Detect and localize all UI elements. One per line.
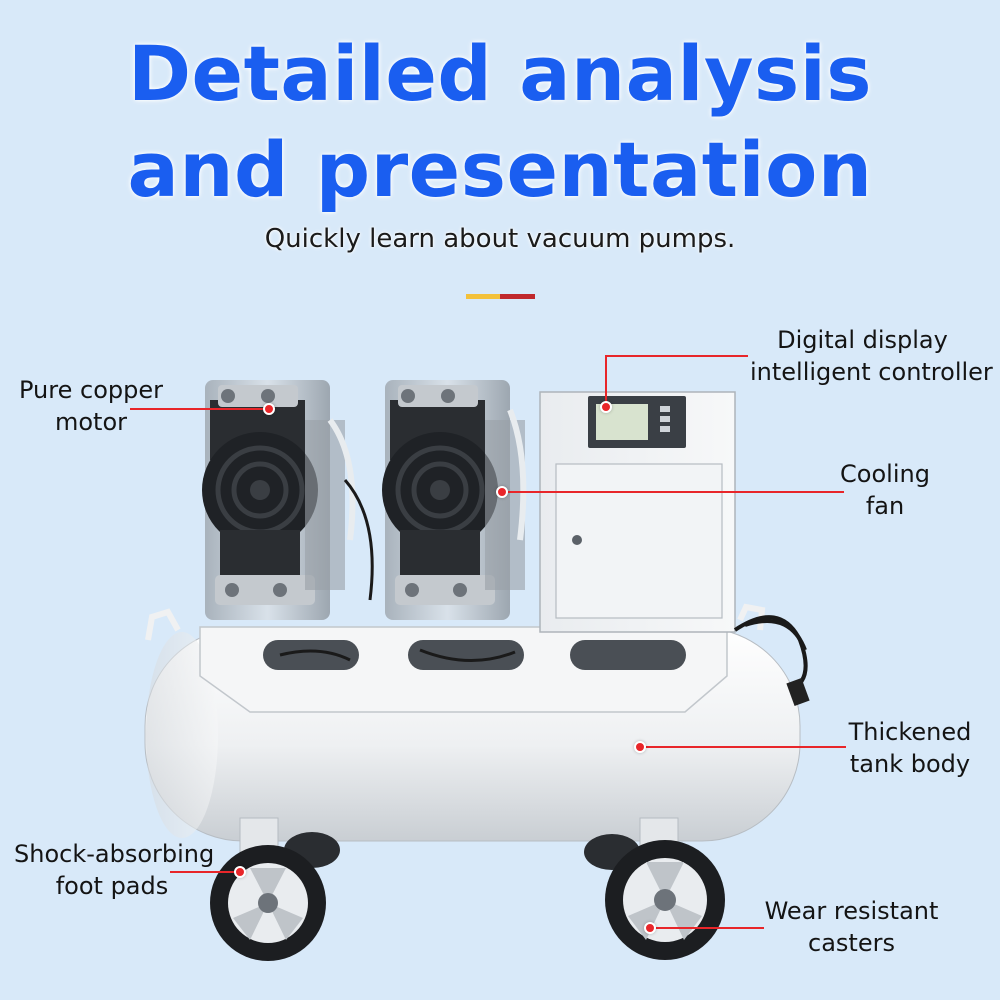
lifting-ring-left bbox=[145, 608, 181, 641]
marker-tank bbox=[634, 741, 646, 753]
page-subtitle: Quickly learn about vacuum pumps. bbox=[264, 224, 736, 254]
callout-motor-line1: Pure copper bbox=[19, 376, 163, 404]
callout-display: Digital display intelligent controller bbox=[750, 324, 993, 388]
marker-display bbox=[600, 401, 612, 413]
door-lock-icon bbox=[572, 535, 582, 545]
motor-right bbox=[382, 380, 525, 620]
marker-pads bbox=[234, 866, 246, 878]
callout-pads: Shock-absorbing foot pads bbox=[14, 838, 215, 902]
platform-slot-3 bbox=[570, 640, 686, 670]
platform-slot-1 bbox=[263, 640, 359, 670]
page-title-line2: and presentation bbox=[127, 125, 873, 214]
page-title-line1: Detailed analysis bbox=[127, 29, 873, 118]
callout-pads-line1: Shock-absorbing bbox=[14, 840, 215, 868]
callout-display-line2: intelligent controller bbox=[750, 358, 993, 386]
leader-fan bbox=[504, 491, 844, 493]
caster-left bbox=[210, 845, 326, 961]
divider-red bbox=[500, 294, 535, 299]
callout-fan: Cooling fan bbox=[830, 458, 940, 522]
callout-casters-line2: casters bbox=[808, 929, 895, 957]
controller-door bbox=[555, 463, 723, 619]
divider-yellow bbox=[466, 294, 500, 299]
callout-display-line1: Digital display bbox=[777, 326, 948, 354]
leader-casters bbox=[652, 927, 764, 929]
leader-motor bbox=[130, 408, 268, 410]
callout-casters: Wear resistant casters bbox=[764, 895, 939, 959]
callout-tank-line2: tank body bbox=[849, 750, 971, 778]
callout-motor-line2: motor bbox=[54, 408, 128, 436]
leader-pads bbox=[170, 871, 240, 873]
marker-motor bbox=[263, 403, 275, 415]
platform-slot-2 bbox=[408, 640, 524, 670]
callout-tank: Thickened tank body bbox=[840, 716, 980, 780]
marker-fan bbox=[496, 486, 508, 498]
callout-casters-line1: Wear resistant bbox=[764, 897, 939, 925]
motor-left bbox=[202, 380, 345, 620]
callout-motor: Pure copper motor bbox=[16, 374, 166, 438]
callout-pads-line2: foot pads bbox=[55, 872, 169, 900]
caster-right bbox=[605, 840, 725, 960]
callout-tank-line1: Thickened bbox=[848, 718, 972, 746]
leader-display-vertical bbox=[605, 355, 607, 405]
marker-casters bbox=[644, 922, 656, 934]
callout-fan-line1: Cooling bbox=[840, 460, 930, 488]
leader-tank bbox=[642, 746, 846, 748]
power-plug bbox=[786, 677, 810, 707]
callout-fan-line2: fan bbox=[865, 492, 905, 520]
leader-display bbox=[605, 355, 748, 357]
